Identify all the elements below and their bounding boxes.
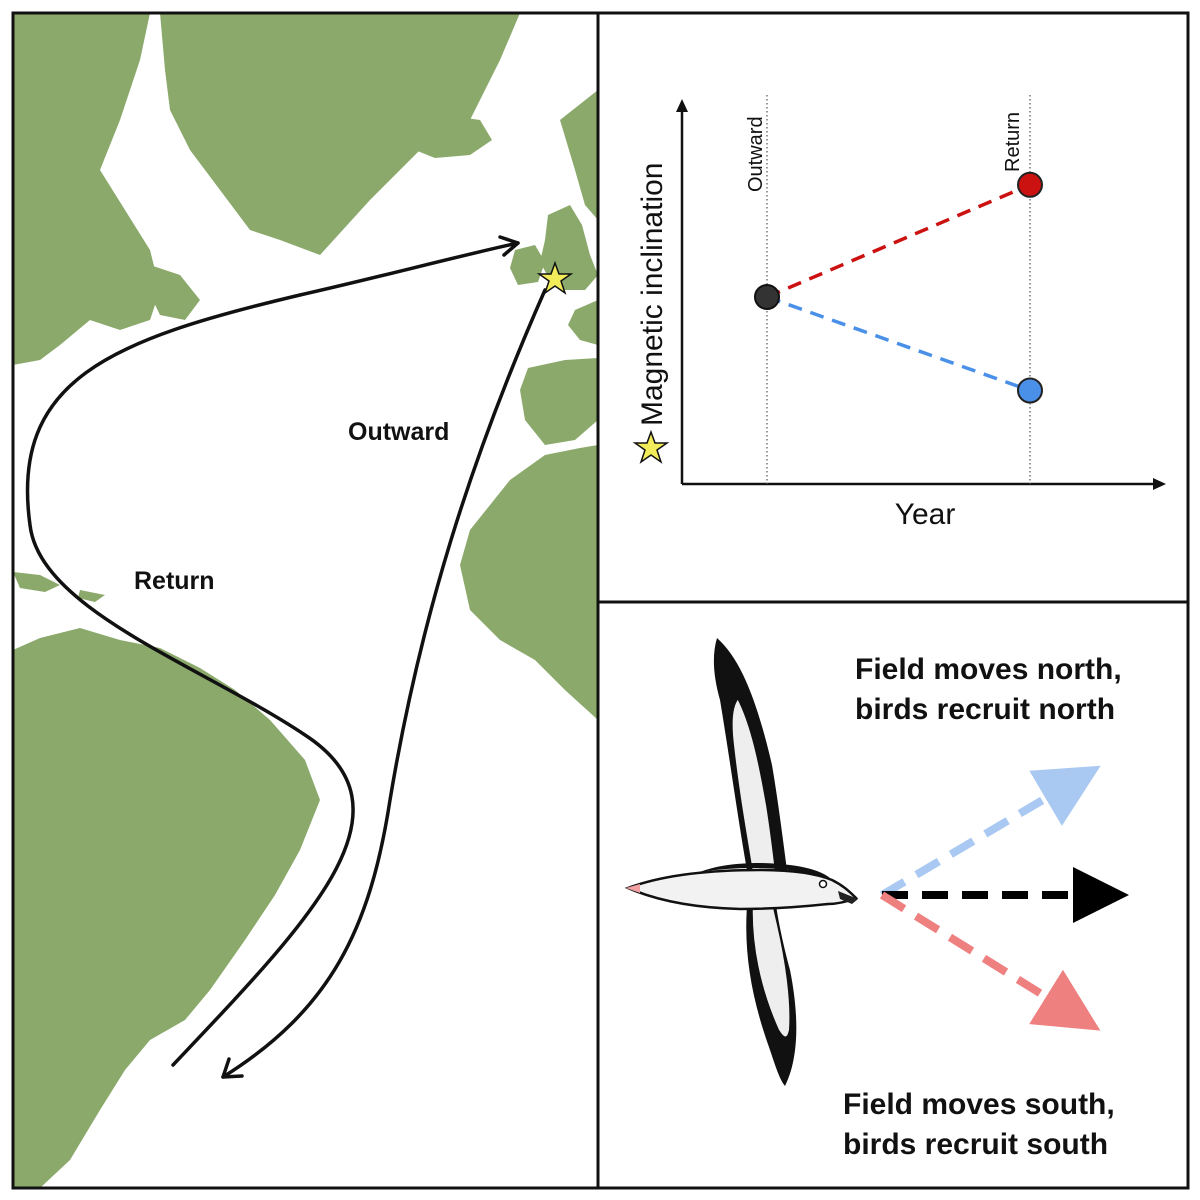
europe-landmass [568, 300, 598, 345]
y-axis-label: Magnetic inclination [636, 163, 669, 426]
bird-lower-wing-light [750, 896, 792, 1039]
arrow-north [879, 765, 1101, 899]
caribbean-islands [13, 572, 105, 602]
chart-series-group [754, 171, 1043, 404]
south-caption-line1: Field moves south, [843, 1088, 1115, 1121]
x-axis-arrowhead [1153, 478, 1166, 490]
iceland-landmass [405, 115, 492, 158]
bird-panel: Field moves north, birds recruit north F… [624, 638, 1129, 1161]
y-axis-arrowhead [676, 99, 688, 112]
north-caption-line2: birds recruit north [855, 693, 1115, 726]
return-route [25, 241, 520, 1067]
greenland-landmass [160, 13, 520, 255]
map-panel: Outward Return [13, 13, 598, 1188]
x-tick-outward: Outward [745, 116, 767, 192]
bird-back [700, 863, 830, 878]
series-1-line [766, 295, 1031, 393]
return-arrowhead [498, 235, 520, 257]
map-land [13, 13, 598, 1188]
bird-body [624, 868, 859, 911]
outward-arrowhead [221, 1057, 244, 1079]
x-axis-label: Year [895, 498, 956, 531]
newfoundland-landmass [148, 265, 200, 320]
start-point [754, 284, 780, 310]
bird-upper-wing-light [730, 696, 778, 873]
bird-tail-tip [626, 884, 640, 893]
south-america-landmass [13, 628, 320, 1188]
south-caption-line2: birds recruit south [843, 1128, 1108, 1161]
canada-landmass [13, 13, 160, 365]
arrow-south [879, 891, 1101, 1031]
iberia-landmass [520, 358, 598, 445]
outward-route [221, 288, 547, 1079]
series-0-end-point [1017, 171, 1043, 198]
colony-star-icon [536, 260, 574, 295]
y-axis-star-icon [632, 429, 670, 464]
return-label: Return [134, 567, 215, 595]
bird-eye [818, 879, 828, 889]
x-tick-return: Return [1002, 112, 1024, 172]
bird-beak [838, 891, 858, 904]
ireland-landmass [510, 245, 545, 285]
series-1-end-point [1017, 377, 1043, 404]
north-caption-line1: Field moves north, [855, 653, 1122, 686]
africa-landmass [460, 445, 598, 720]
series-0-line [766, 183, 1031, 299]
scandinavia-landmass [560, 90, 598, 220]
shearwater-icon [624, 638, 859, 1086]
inclination-chart: Outward Return Magnetic inclination Year [632, 95, 1166, 531]
outward-label: Outward [348, 418, 449, 446]
